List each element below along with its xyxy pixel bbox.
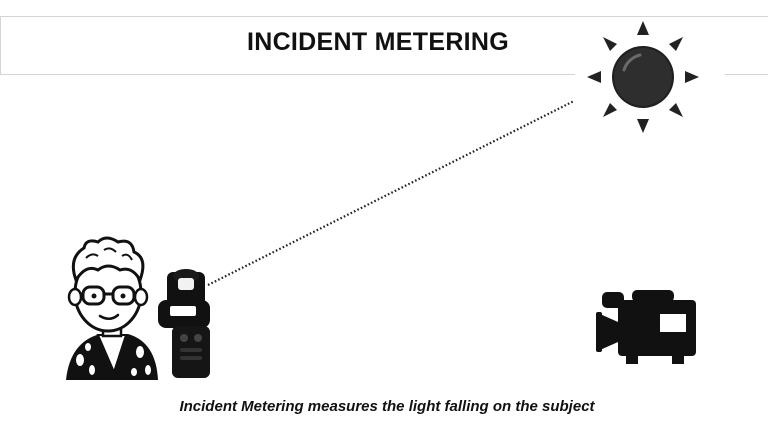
title-bar: [0, 16, 768, 75]
sun-icon: [575, 21, 725, 133]
person-icon: [66, 236, 158, 380]
title-bar-edge: [0, 16, 1, 74]
light-meter-icon: [158, 269, 210, 378]
diagram-title: INCIDENT METERING: [246, 28, 510, 56]
light-ray-line: [207, 100, 575, 286]
video-camera-icon: [596, 290, 696, 364]
diagram-caption: Incident Metering measures the light fal…: [179, 398, 595, 415]
